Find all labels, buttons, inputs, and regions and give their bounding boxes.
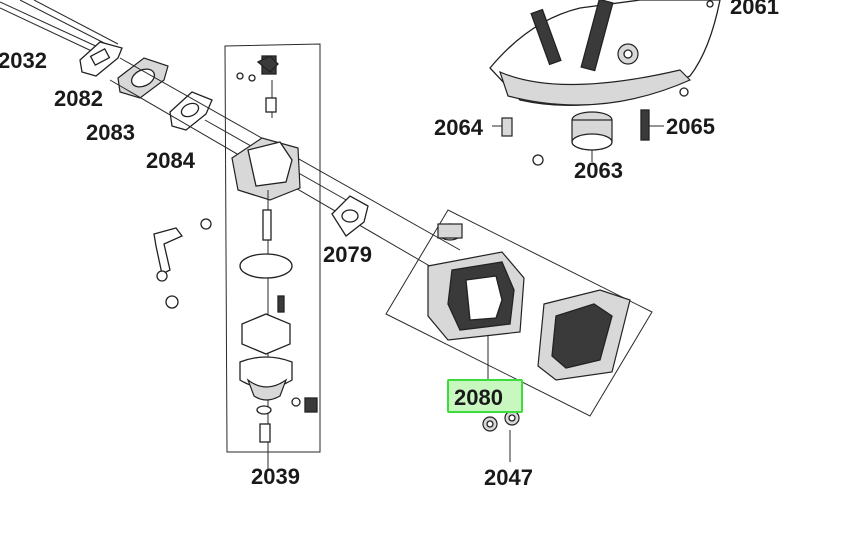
- callout-2084[interactable]: 2084: [146, 148, 196, 173]
- callout-2083[interactable]: 2083: [86, 120, 135, 145]
- spacer-2083: [117, 57, 169, 99]
- gasket-2082: [79, 41, 123, 77]
- nuts-2047: [482, 410, 520, 462]
- callout-2080[interactable]: 2080: [454, 385, 503, 410]
- bolt-2064: [492, 117, 513, 137]
- fuel-hose: [153, 218, 212, 309]
- fan-housing: [489, 0, 721, 107]
- throttle-rod-2032: [0, 0, 119, 55]
- callout-2079[interactable]: 2079: [323, 242, 372, 267]
- bushing-2063: [571, 111, 613, 162]
- carburetor-panel-2039: [224, 43, 321, 470]
- callout-2047[interactable]: 2047: [484, 465, 533, 490]
- callout-2039[interactable]: 2039: [251, 464, 300, 489]
- gasket-2079: [331, 195, 369, 237]
- callout-2082[interactable]: 2082: [54, 86, 103, 111]
- callout-2063[interactable]: 2063: [574, 158, 623, 183]
- screw-2065: [640, 109, 664, 141]
- callout-2065[interactable]: 2065: [666, 114, 715, 139]
- callout-2064[interactable]: 2064: [434, 115, 484, 140]
- callout-2061[interactable]: 2061: [730, 0, 779, 19]
- callout-2032[interactable]: 2032: [0, 48, 47, 73]
- highlight-box-2080: [447, 379, 523, 413]
